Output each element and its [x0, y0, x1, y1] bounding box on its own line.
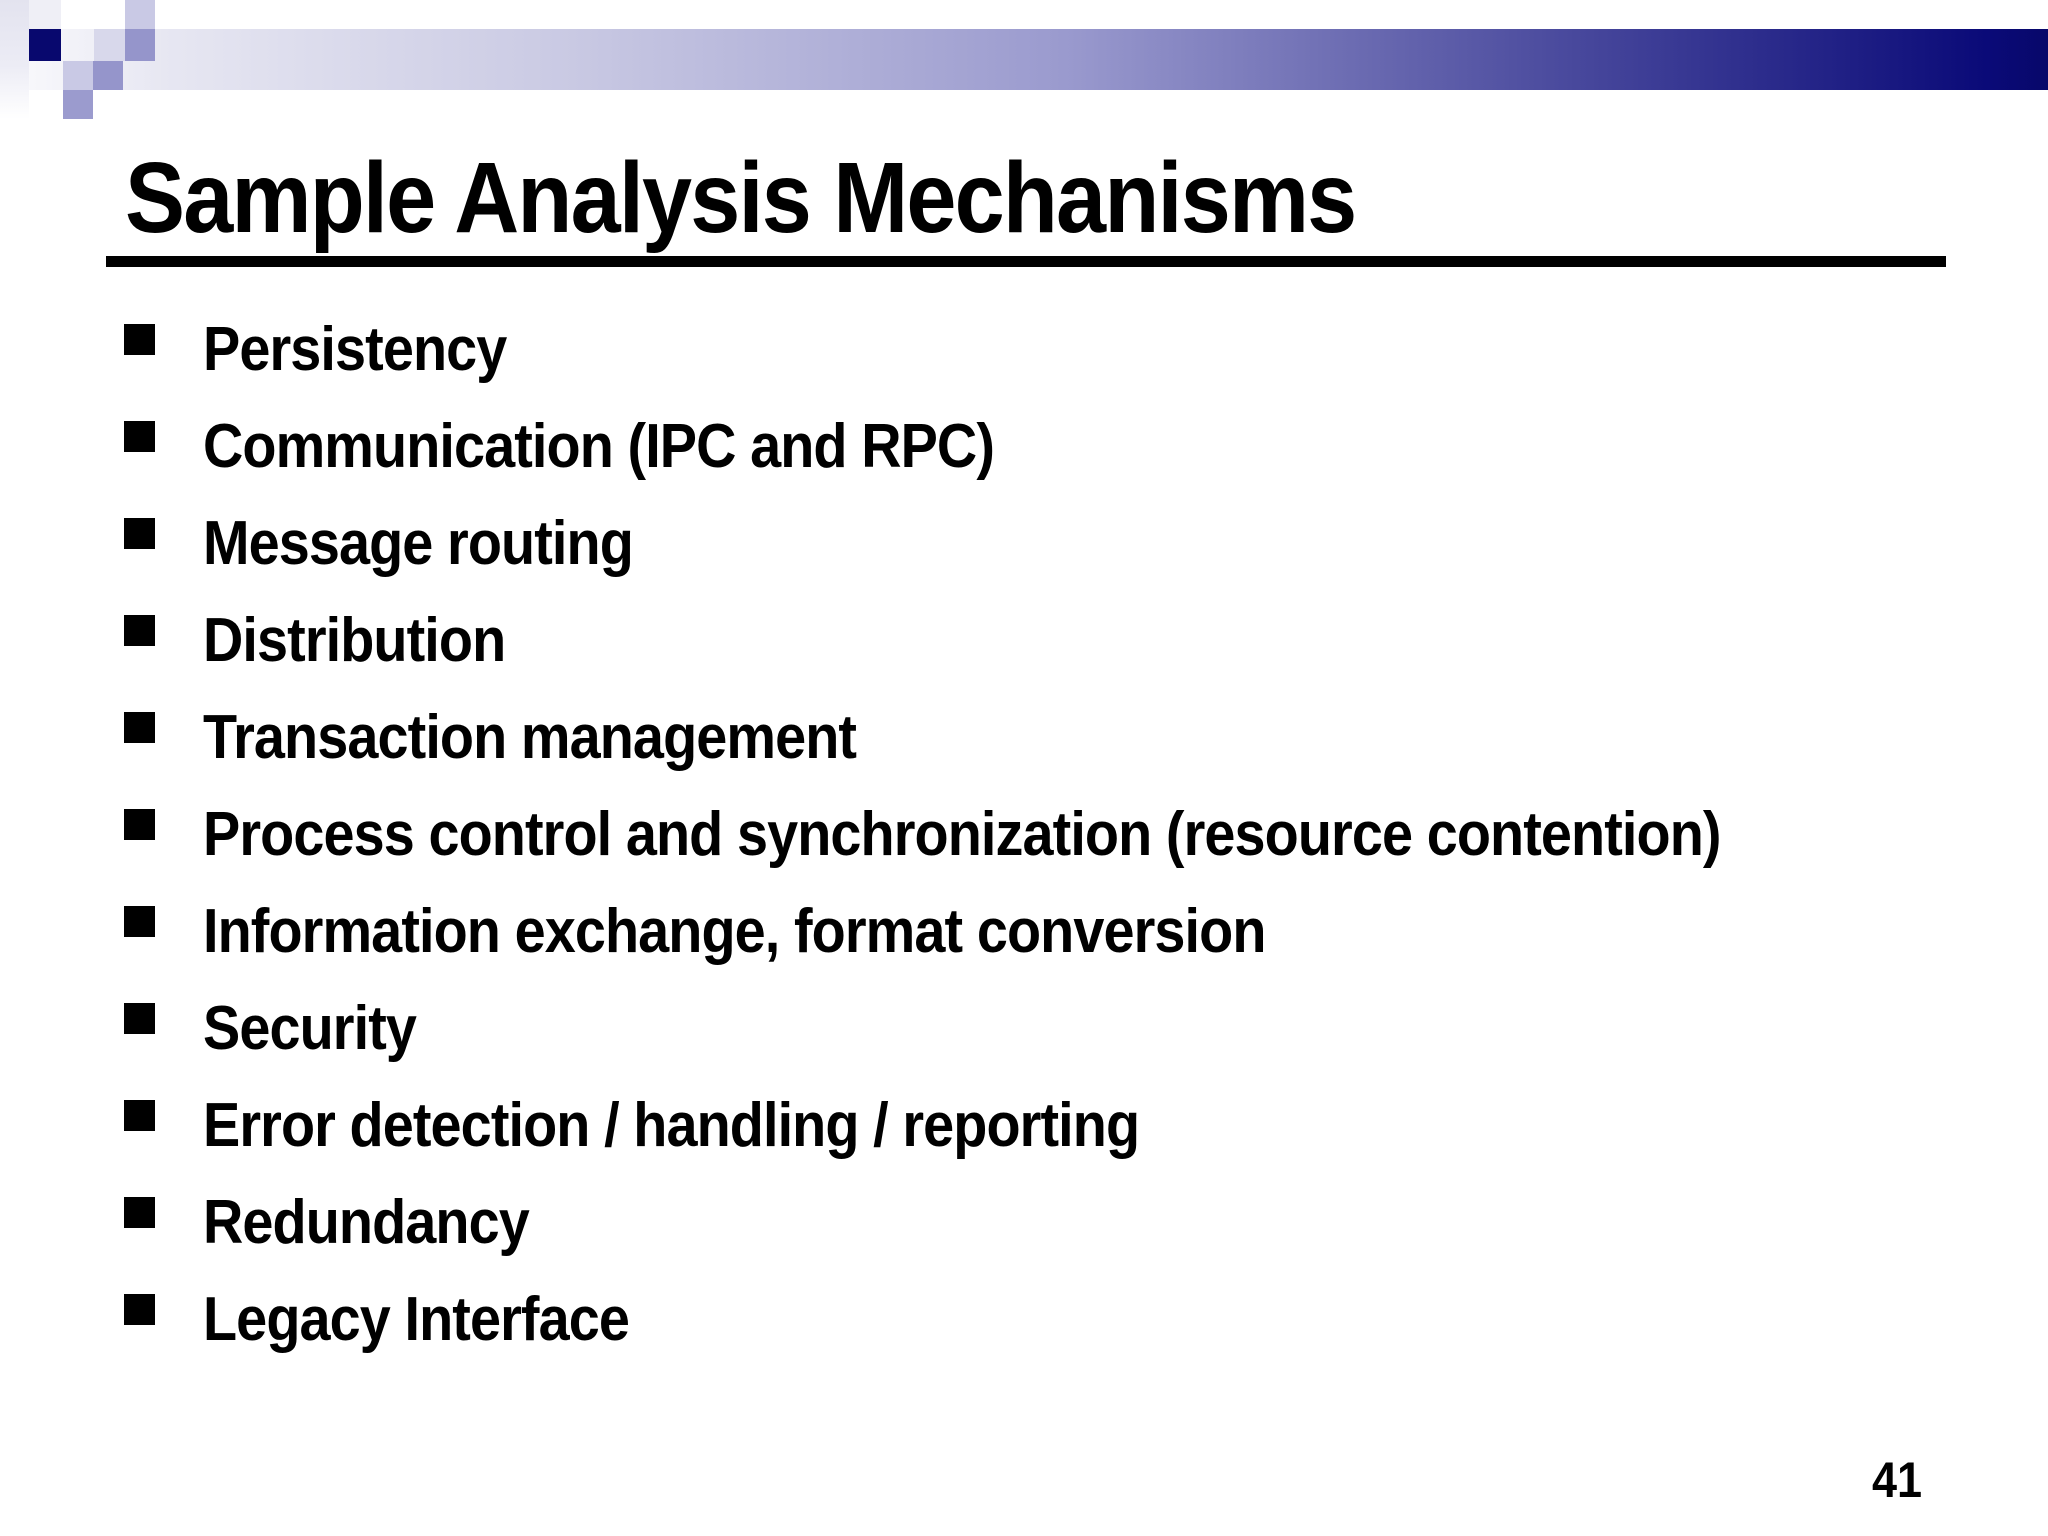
bullet-text: Process control and synchronization (res… — [203, 800, 1721, 869]
corner-square-medium-a — [125, 29, 155, 61]
bullet-text: Security — [203, 994, 417, 1063]
bullet-text: Transaction management — [203, 703, 857, 772]
bullet-square-icon — [124, 615, 155, 646]
bullet-item: Legacy Interface — [124, 1281, 1953, 1359]
bullet-square-icon — [124, 1100, 155, 1131]
bullet-text: Persistency — [203, 315, 507, 384]
bullet-text: Redundancy — [203, 1188, 530, 1257]
page-number: 41 — [1872, 1452, 1923, 1508]
bullet-item: Redundancy — [124, 1184, 1953, 1262]
bullet-square-icon — [124, 712, 155, 743]
bullet-item: Security — [124, 990, 1953, 1068]
bullet-square-icon — [124, 1197, 155, 1228]
bullet-square-icon — [124, 421, 155, 452]
slide-title: Sample Analysis Mechanisms — [125, 142, 1357, 254]
bullet-item: Process control and synchronization (res… — [124, 796, 1953, 874]
bullet-square-icon — [124, 906, 155, 937]
bullet-item: Message routing — [124, 505, 1953, 583]
header-gradient-bar — [0, 29, 2048, 90]
bullet-text: Information exchange, format conversion — [203, 897, 1266, 966]
corner-square-medium-c — [63, 90, 93, 119]
corner-square-top-light — [125, 0, 155, 29]
bullet-item: Information exchange, format conversion — [124, 893, 1953, 971]
bullet-text: Communication (IPC and RPC) — [203, 412, 995, 481]
bullet-text: Message routing — [203, 509, 634, 578]
bullet-item: Distribution — [124, 602, 1953, 680]
bullet-square-icon — [124, 809, 155, 840]
corner-square-light-b — [63, 61, 93, 90]
corner-gradient-strip — [0, 0, 29, 119]
corner-square-faint — [29, 0, 61, 29]
corner-square-medium-b — [93, 61, 123, 90]
corner-square-light-a — [94, 29, 125, 61]
bullet-square-icon — [124, 1294, 155, 1325]
bullet-text: Distribution — [203, 606, 506, 675]
bullet-item: Communication (IPC and RPC) — [124, 408, 1953, 486]
bullet-text: Error detection / handling / reporting — [203, 1091, 1140, 1160]
bullet-item: Persistency — [124, 311, 1953, 389]
bullet-square-icon — [124, 518, 155, 549]
bullet-square-icon — [124, 1003, 155, 1034]
bullet-text: Legacy Interface — [203, 1285, 630, 1354]
corner-square-navy — [29, 29, 61, 61]
bullet-list: Persistency Communication (IPC and RPC) … — [124, 311, 1953, 1359]
bullet-item: Transaction management — [124, 699, 1953, 777]
bullet-item: Error detection / handling / reporting — [124, 1087, 1953, 1165]
title-underline — [106, 256, 1946, 267]
bullet-square-icon — [124, 324, 155, 355]
